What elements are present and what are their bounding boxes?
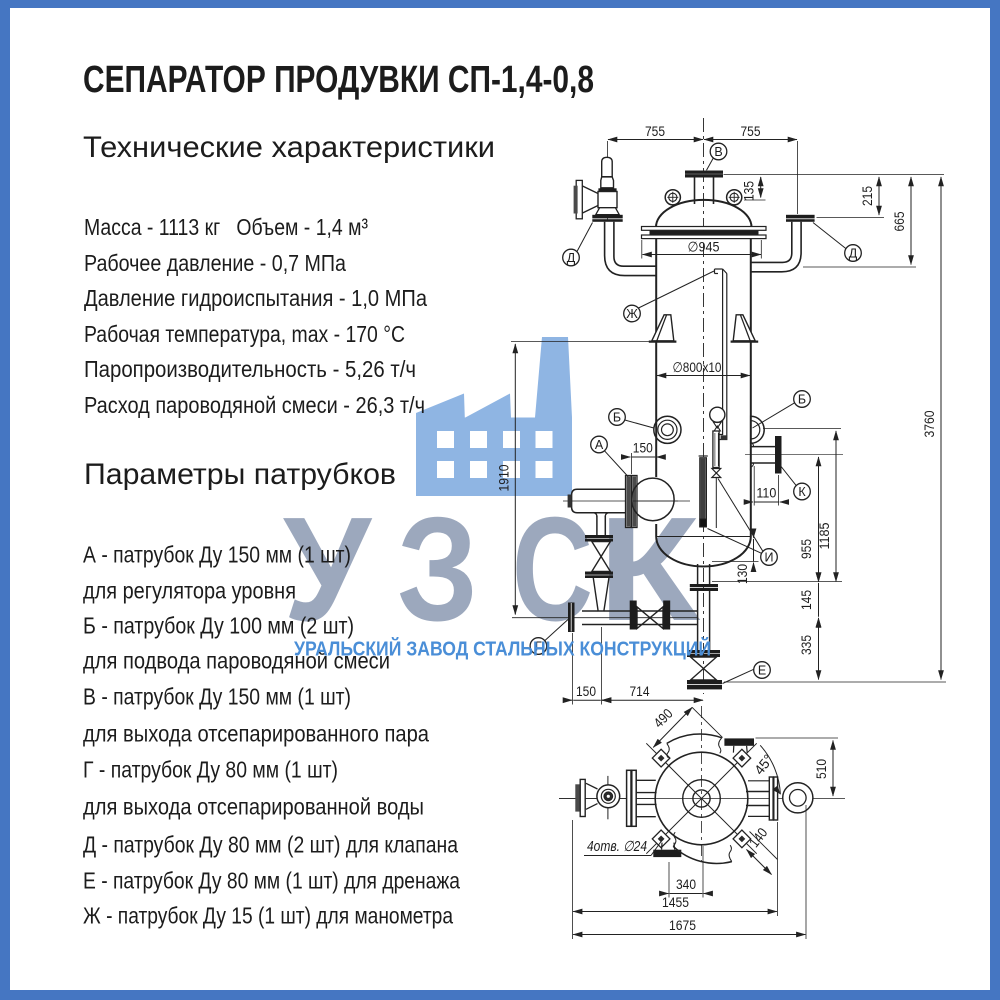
svg-text:для выхода отсепарированной во: для выхода отсепарированной воды [83, 794, 424, 820]
svg-text:Параметры патрубков: Параметры патрубков [84, 458, 396, 491]
svg-text:Расход пароводяной смеси - 26,: Расход пароводяной смеси - 26,3 т/ч [84, 392, 425, 418]
svg-text:Ж: Ж [626, 307, 638, 321]
svg-text:755: 755 [741, 123, 761, 139]
svg-text:для регулятора уровня: для регулятора уровня [83, 578, 296, 604]
svg-text:Давление гидроиспытания - 1,0: Давление гидроиспытания - 1,0 МПа [84, 285, 428, 311]
svg-text:Б - патрубок Ду 100 мм (2 шт): Б - патрубок Ду 100 мм (2 шт) [83, 613, 354, 639]
svg-text:665: 665 [891, 211, 907, 231]
svg-text:Д - патрубок Ду 80 мм (2 шт) д: Д - патрубок Ду 80 мм (2 шт) для клапана [83, 832, 459, 858]
svg-text:для подвода пароводяной смеси: для подвода пароводяной смеси [83, 648, 390, 674]
svg-text:для выхода отсепарированного п: для выхода отсепарированного пара [83, 721, 430, 747]
svg-text:В - патрубок Ду 150 мм (1 шт): В - патрубок Ду 150 мм (1 шт) [83, 684, 351, 710]
svg-text:У: У [283, 487, 373, 652]
svg-text:∅800х10: ∅800х10 [673, 359, 722, 375]
svg-text:Е: Е [758, 663, 766, 677]
svg-text:УРАЛЬСКИЙ ЗАВОД СТАЛЬНЫХ КОНСТ: УРАЛЬСКИЙ ЗАВОД СТАЛЬНЫХ КОНСТРУКЦИЙ [294, 637, 711, 661]
svg-text:В: В [714, 145, 722, 159]
svg-text:∅945: ∅945 [688, 239, 720, 255]
svg-text:340: 340 [676, 876, 696, 892]
svg-text:110: 110 [756, 485, 776, 501]
svg-text:45°: 45° [751, 751, 777, 777]
svg-text:150: 150 [633, 440, 653, 456]
svg-text:1185: 1185 [816, 522, 832, 549]
svg-text:4отв. ∅24: 4отв. ∅24 [587, 839, 647, 855]
svg-text:А - патрубок Ду 150 мм (1 шт): А - патрубок Ду 150 мм (1 шт) [83, 542, 351, 568]
svg-text:Паропроизводительность - 5,26: Паропроизводительность - 5,26 т/ч [84, 356, 416, 382]
svg-text:Д: Д [567, 251, 576, 265]
svg-text:1455: 1455 [662, 894, 689, 910]
svg-text:И: И [765, 550, 774, 564]
svg-text:130: 130 [734, 564, 750, 584]
svg-text:150: 150 [576, 683, 596, 699]
svg-text:Г: Г [535, 639, 542, 653]
svg-text:З: З [397, 487, 478, 652]
svg-text:Б: Б [613, 410, 621, 424]
svg-text:955: 955 [798, 539, 814, 559]
svg-text:714: 714 [630, 683, 650, 699]
svg-text:А: А [595, 438, 604, 452]
svg-text:Е - патрубок Ду 80 мм (1 шт) д: Е - патрубок Ду 80 мм (1 шт) для дренажа [83, 868, 461, 894]
svg-text:Рабочая температура, max - 170: Рабочая температура, max - 170 °С [84, 321, 405, 347]
svg-text:Рабочее давление - 0,7 МПа: Рабочее давление - 0,7 МПа [84, 250, 347, 276]
svg-text:135: 135 [741, 181, 757, 201]
svg-text:Д: Д [849, 246, 858, 260]
svg-text:СЕПАРАТОР ПРОДУВКИ СП-1,4-0,8: СЕПАРАТОР ПРОДУВКИ СП-1,4-0,8 [83, 59, 594, 101]
svg-text:Б: Б [798, 392, 806, 406]
svg-text:3760: 3760 [921, 410, 937, 437]
svg-text:215: 215 [859, 186, 875, 206]
svg-text:Технические характеристики: Технические характеристики [83, 131, 495, 164]
svg-text:Ж - патрубок Ду 15 (1 шт) для: Ж - патрубок Ду 15 (1 шт) для манометра [83, 903, 454, 929]
svg-text:335: 335 [798, 635, 814, 655]
svg-text:К: К [798, 485, 806, 499]
svg-text:755: 755 [645, 123, 665, 139]
svg-text:Г - патрубок Ду 80 мм (1 шт): Г - патрубок Ду 80 мм (1 шт) [83, 757, 338, 783]
svg-text:С: С [512, 487, 593, 652]
svg-text:Масса - 1113 кг Объем - 1,4: Масса - 1113 кг Объем - 1,4 м³ [84, 214, 368, 240]
svg-text:145: 145 [798, 590, 814, 610]
svg-text:510: 510 [813, 759, 829, 779]
svg-text:1910: 1910 [495, 464, 511, 491]
svg-text:1675: 1675 [669, 917, 696, 933]
svg-text:К: К [598, 487, 701, 652]
svg-text:490: 490 [650, 705, 676, 731]
